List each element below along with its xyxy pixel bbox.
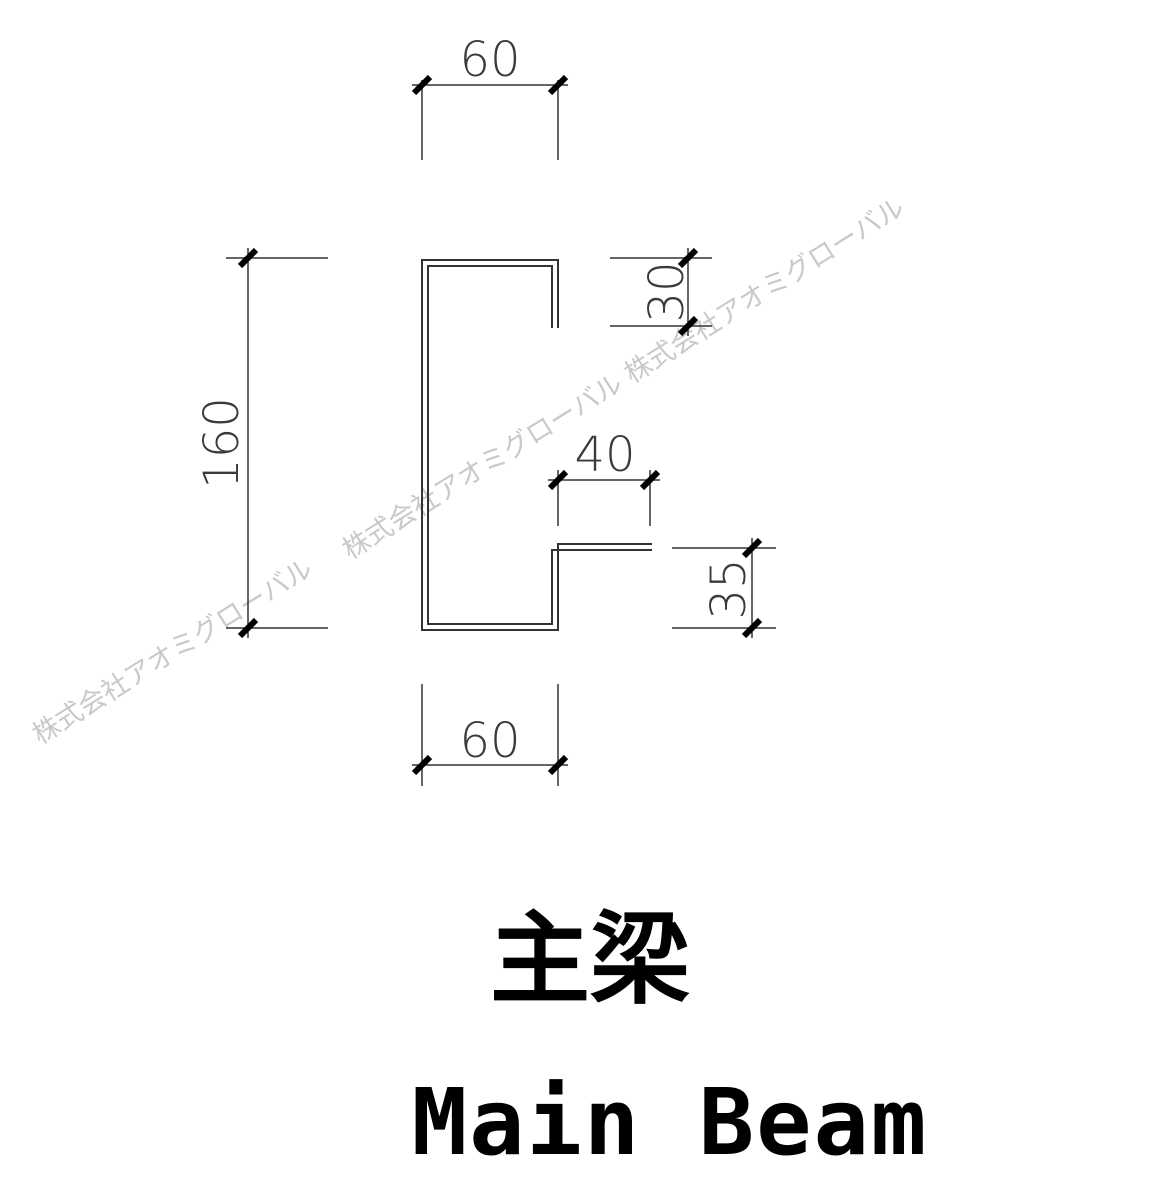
beam-profile <box>421 259 652 631</box>
dimension-top-width-label: 60 <box>459 32 520 88</box>
dimension-bottom-width-label: 60 <box>459 713 520 769</box>
dimension-bottom-lip <box>672 537 776 639</box>
dimension-inner-flange-label: 40 <box>574 427 635 483</box>
watermark-text-1: 株式会社アオミグローバル <box>27 553 318 751</box>
dimension-top-lip <box>610 247 712 337</box>
dimension-bottom-lip-label: 35 <box>701 558 757 619</box>
dimension-height <box>226 247 328 639</box>
title-chinese: 主梁 <box>490 901 690 1018</box>
dimension-top-width <box>411 74 569 160</box>
dimension-inner-flange <box>547 469 661 526</box>
title-english: Main Beam <box>411 1069 929 1176</box>
watermark-text-2: 株式会社アオミグローバル 株式会社アオミグローバル <box>337 192 910 566</box>
dimension-height-label: 160 <box>194 397 250 489</box>
dimension-top-lip-label: 30 <box>639 261 695 322</box>
dimension-bottom-width <box>411 684 569 786</box>
